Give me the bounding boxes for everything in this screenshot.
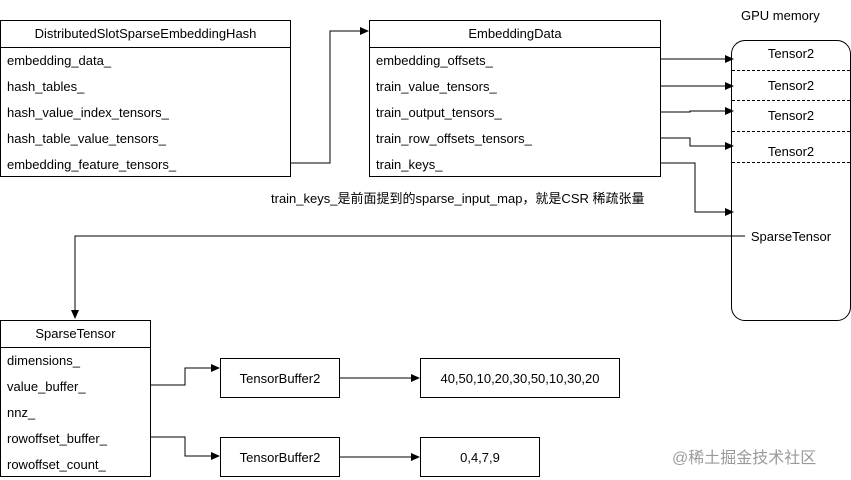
tensor-buffer-rowoffset: TensorBuffer2 xyxy=(220,437,340,477)
gpu-divider-4 xyxy=(732,162,850,163)
gpu-memory-container: Tensor2 Tensor2 Tensor2 Tensor2 SparseTe… xyxy=(731,40,851,321)
arrow-valuebuffer-to-tb xyxy=(150,364,220,386)
ed-field-train-row-offsets: train_row_offsets_tensors_ xyxy=(376,131,532,146)
watermark: @稀土掘金技术社区 xyxy=(672,450,817,467)
rowoffset-buffer-contents: 0,4,7,9 xyxy=(420,437,540,477)
value-buffer-contents: 40,50,10,20,30,50,10,30,20 xyxy=(420,358,620,398)
sparse-tensor-title: SparseTensor xyxy=(1,321,150,348)
hash-field-embedding-data: embedding_data_ xyxy=(7,53,112,68)
gpu-divider-3 xyxy=(732,131,850,132)
hash-field-embedding-feature: embedding_feature_tensors_ xyxy=(7,157,177,172)
embedding-data-title: EmbeddingData xyxy=(370,21,660,48)
arrow-rowoffsets-to-tensor xyxy=(660,137,734,150)
sparse-tensor-class-box: SparseTensor dimensions_ value_buffer_ n… xyxy=(0,320,151,477)
ed-field-train-keys: train_keys_ xyxy=(376,157,443,172)
train-keys-note: train_keys_是前面提到的sparse_input_map，就是CSR … xyxy=(271,191,645,206)
arrow-output-to-tensor xyxy=(660,107,734,115)
gpu-divider-2 xyxy=(732,100,850,101)
st-field-rowoffset-buffer: rowoffset_buffer_ xyxy=(7,431,107,446)
arrow-gpu-to-sparsetensor xyxy=(71,235,745,319)
ed-field-train-value: train_value_tensors_ xyxy=(376,79,497,94)
gpu-tensor-4: Tensor2 xyxy=(767,144,815,159)
gpu-divider-1 xyxy=(732,70,850,71)
st-field-rowoffset-count: rowoffset_count_ xyxy=(7,457,106,472)
embedding-data-class-box: EmbeddingData embedding_offsets_ train_v… xyxy=(369,20,661,177)
st-field-dimensions: dimensions_ xyxy=(7,353,80,368)
gpu-sparse-tensor: SparseTensor xyxy=(750,229,832,244)
hash-class-box: DistributedSlotSparseEmbeddingHash embed… xyxy=(0,20,291,177)
arrow-hash-to-embedding-data xyxy=(290,27,369,164)
st-field-value-buffer: value_buffer_ xyxy=(7,379,86,394)
gpu-tensor-2: Tensor2 xyxy=(767,78,815,93)
tensor-buffer-value: TensorBuffer2 xyxy=(220,358,340,398)
arrow-rowoffset-to-tb xyxy=(150,436,220,460)
ed-field-train-output: train_output_tensors_ xyxy=(376,105,502,120)
hash-field-hash-tables: hash_tables_ xyxy=(7,79,85,94)
gpu-memory-title: GPU memory xyxy=(741,8,820,23)
hash-field-hash-value-index: hash_value_index_tensors_ xyxy=(7,105,169,120)
hash-class-title: DistributedSlotSparseEmbeddingHash xyxy=(1,21,290,48)
st-field-nnz: nnz_ xyxy=(7,405,36,420)
gpu-tensor-3: Tensor2 xyxy=(767,108,815,123)
arrow-trainkeys-to-sparse xyxy=(660,162,734,216)
gpu-tensor-1: Tensor2 xyxy=(767,46,815,61)
hash-field-hash-table-value: hash_table_value_tensors_ xyxy=(7,131,167,146)
ed-field-embedding-offsets: embedding_offsets_ xyxy=(376,53,493,68)
